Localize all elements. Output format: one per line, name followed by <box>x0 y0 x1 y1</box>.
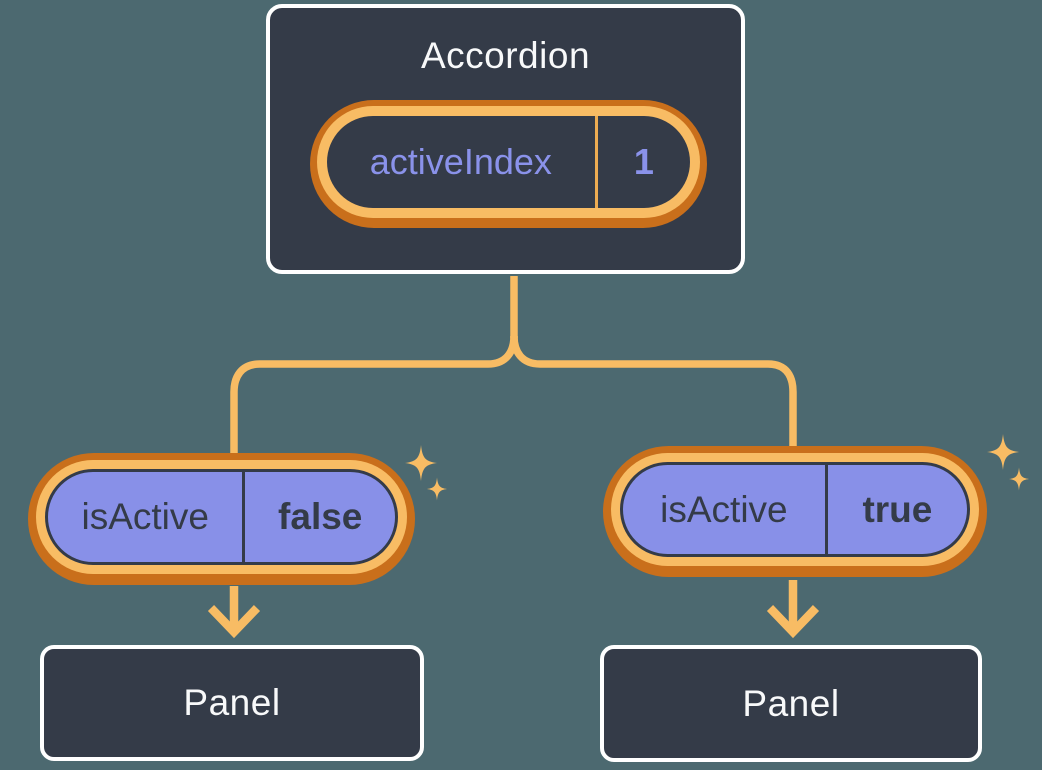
state-pill-divider <box>594 116 598 208</box>
prop-pill-divider <box>824 465 828 554</box>
sparkles-icon <box>405 445 447 501</box>
panel-title: Panel <box>183 682 281 723</box>
fork-connector <box>230 276 797 455</box>
accordion-title: Accordion <box>420 35 591 76</box>
state-pill-ring: activeIndex 1 <box>317 106 700 218</box>
prop-pill-label: isActive <box>660 488 788 530</box>
down-arrow-icon <box>207 586 261 639</box>
state-pill-value: 1 <box>633 141 654 182</box>
prop-pill-left: isActive false <box>28 453 415 585</box>
panel-box-left: Panel <box>40 645 424 761</box>
down-arrow-icon <box>766 580 820 639</box>
prop-pill-ring: isActive false <box>36 460 407 574</box>
panel-box-right: Panel <box>600 645 982 762</box>
state-pill: activeIndex 1 <box>310 100 707 228</box>
prop-pill-value: true <box>862 488 933 530</box>
panel-title: Panel <box>742 682 840 724</box>
sparkles-icon <box>987 434 1029 491</box>
prop-pill-right: isActive true <box>603 446 987 577</box>
prop-pill-ring: isActive true <box>611 453 979 566</box>
prop-pill-label: isActive <box>81 496 209 537</box>
prop-pill-value: false <box>278 496 363 537</box>
state-pill-label: activeIndex <box>369 141 552 182</box>
accordion-box: Accordion activeIndex 1 <box>266 4 745 274</box>
prop-pill-divider <box>242 472 246 562</box>
